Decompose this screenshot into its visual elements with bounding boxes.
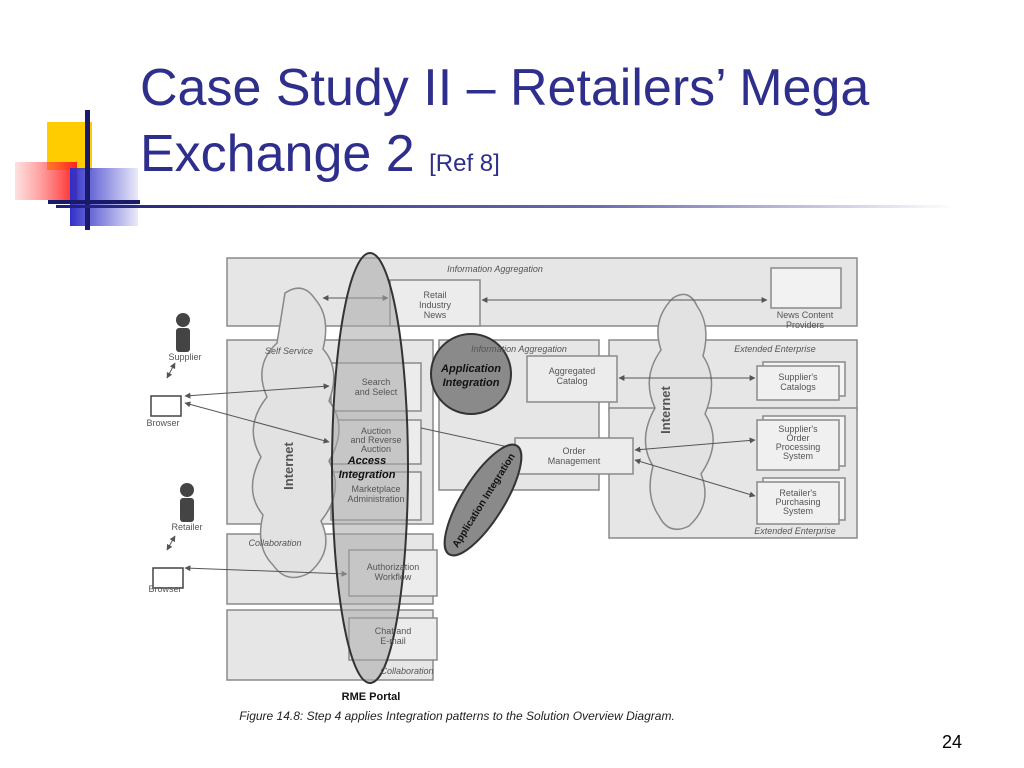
suppliers-catalogs-line-1: Supplier's xyxy=(778,372,818,382)
search-line-2: and Select xyxy=(355,387,398,397)
page-number: 24 xyxy=(941,732,962,752)
marketplace-line-2: Administration xyxy=(347,494,404,504)
box-suppliers-catalogs xyxy=(756,365,840,401)
browser-bottom-icon xyxy=(152,567,184,589)
auction-line-2: and Reverse xyxy=(350,435,401,445)
chat-line-2: E-mail xyxy=(380,636,406,646)
catalog-line-2: Catalog xyxy=(556,376,587,386)
catalog-line-1: Aggregated xyxy=(549,366,596,376)
actor-browser-bottom-label: Browser xyxy=(148,584,181,594)
retailers-purchasing-line-3: System xyxy=(783,506,813,516)
access-integration-line-1: Access xyxy=(347,455,387,467)
box-order-management xyxy=(514,437,634,475)
logo-vertical-line xyxy=(85,110,90,230)
auction-line-3: Auction xyxy=(361,444,391,454)
label-extended-enterprise-bottom: Extended Enterprise xyxy=(754,526,836,536)
label-collaboration-mid: Collaboration xyxy=(248,538,301,548)
rme-portal-ellipse xyxy=(331,252,409,684)
arrow-order-supplier xyxy=(634,437,756,453)
actor-supplier-figure xyxy=(176,313,190,352)
region-information-aggregation-top xyxy=(226,257,858,327)
application-integration-circle xyxy=(430,333,512,415)
box-retailers-purchasing xyxy=(756,481,840,525)
app-integration-circle-line-2: Integration xyxy=(443,377,500,389)
title-divider xyxy=(56,205,956,208)
suppliers-order-line-1: Supplier's xyxy=(778,424,818,434)
suppliers-order-line-4: System xyxy=(783,451,813,461)
title-line-1: Case Study II – Retailers’ Mega xyxy=(140,59,870,117)
title-reference: [Ref 8] xyxy=(429,150,500,177)
logo-red-bar xyxy=(15,162,77,200)
label-information-aggregation-top: Information Aggregation xyxy=(447,264,543,274)
internet-right-label: Internet xyxy=(658,385,673,433)
application-integration-ellipse xyxy=(443,443,523,557)
suppliers-order-line-2: Order xyxy=(786,433,809,443)
actor-browser-top-label: Browser xyxy=(146,418,179,428)
arrow-auction-order xyxy=(420,427,514,450)
arrow-order-retailer xyxy=(634,458,756,498)
logo-blue-square xyxy=(70,168,138,226)
slide-logo xyxy=(15,110,140,230)
arrow-browser-workflow xyxy=(184,565,348,577)
internet-left-label: Internet xyxy=(281,441,296,489)
authorization-line-2: Workflow xyxy=(375,572,412,582)
browser-top-icon xyxy=(150,395,182,417)
slide-title: Case Study II – Retailers’ Mega Exchange… xyxy=(140,55,1000,197)
retail-news-line-2: Industry xyxy=(419,300,452,310)
label-extended-enterprise-top: Extended Enterprise xyxy=(734,344,816,354)
figure-caption: Figure 14.8: Step 4 applies Integration … xyxy=(239,709,675,723)
actor-supplier-label: Supplier xyxy=(168,352,201,362)
actor-retailer-figure xyxy=(180,483,194,522)
solution-overview-diagram: Information Aggregation Self Service Inf… xyxy=(146,252,858,723)
arrow-browser-auction xyxy=(184,401,330,444)
authorization-line-1: Authorization xyxy=(367,562,420,572)
arrow-retailer-browser xyxy=(166,535,176,551)
title-line-2-text: Exchange 2 xyxy=(140,125,415,183)
box-news-providers-image xyxy=(770,267,842,309)
label-collaboration-bottom: Collaboration xyxy=(380,666,433,676)
news-providers-line-2: Providers xyxy=(786,320,825,330)
suppliers-order-line-3: Processing xyxy=(776,442,821,452)
auction-line-1: Auction xyxy=(361,426,391,436)
arrow-browser-search xyxy=(184,383,330,399)
retailers-purchasing-line-2: Purchasing xyxy=(775,497,820,507)
search-line-1: Search xyxy=(362,377,391,387)
news-providers-line-1: News Content xyxy=(777,310,834,320)
internet-cloud-right xyxy=(644,293,714,531)
logo-horizontal-line xyxy=(48,200,140,204)
retail-news-line-3: News xyxy=(424,310,447,320)
suppliers-catalogs-line-2: Catalogs xyxy=(780,382,816,392)
order-line-2: Management xyxy=(548,456,601,466)
app-integration-circle-line-1: Application xyxy=(440,363,501,375)
title-line-2: Exchange 2 [Ref 8] xyxy=(140,121,1000,197)
box-suppliers-order-processing xyxy=(756,419,840,471)
label-information-aggregation-mid: Information Aggregation xyxy=(471,344,567,354)
order-line-1: Order xyxy=(562,446,585,456)
rme-portal-label: RME Portal xyxy=(342,691,401,703)
box-aggregated-catalog xyxy=(526,355,618,403)
arrow-supplier-browser xyxy=(166,362,176,379)
chat-line-1: Chat and xyxy=(375,626,412,636)
label-self-service: Self Service xyxy=(265,346,313,356)
access-integration-line-2: Integration xyxy=(339,469,396,481)
marketplace-line-1: Marketplace xyxy=(351,484,400,494)
retail-news-line-1: Retail xyxy=(423,290,446,300)
actor-retailer-label: Retailer xyxy=(171,522,202,532)
retailers-purchasing-line-1: Retailer's xyxy=(779,488,817,498)
